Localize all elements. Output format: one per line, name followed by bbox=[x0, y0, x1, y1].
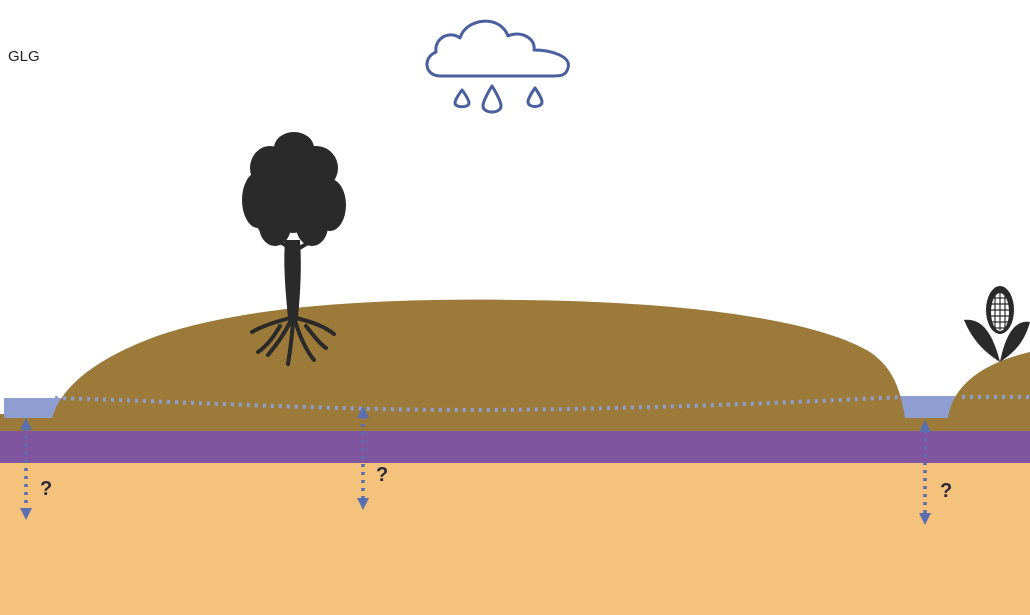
rain-cloud-icon bbox=[427, 21, 569, 112]
clay-layer bbox=[0, 430, 1030, 463]
deep-soil-layer bbox=[0, 460, 1030, 615]
question-mark-right: ? bbox=[940, 480, 952, 503]
question-mark-middle: ? bbox=[376, 464, 388, 487]
question-mark-left: ? bbox=[40, 478, 52, 501]
corn-icon bbox=[964, 286, 1030, 362]
hill-main bbox=[52, 300, 905, 418]
hill-right bbox=[948, 352, 1030, 418]
glg-label: GLG bbox=[8, 48, 40, 65]
tree-icon bbox=[242, 132, 346, 364]
